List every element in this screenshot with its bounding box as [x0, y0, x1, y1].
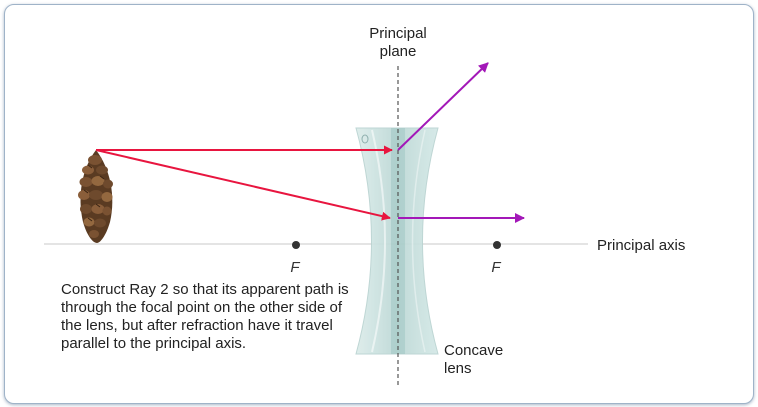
- pinecone-icon: [78, 150, 113, 243]
- refracted-ray-1: [397, 62, 489, 151]
- principal-plane-label-2: plane: [380, 43, 417, 60]
- focal-label-left: F: [290, 259, 300, 276]
- lens-label: Concave: [444, 342, 503, 359]
- focal-label-right: F: [491, 259, 501, 276]
- incident-ray-2: [95, 149, 391, 221]
- principal-plane-label: Principal: [369, 25, 427, 42]
- focal-point-left: [292, 241, 300, 249]
- instruction-text: Construct Ray 2 so that its apparent pat…: [61, 281, 349, 352]
- principal-axis-label: Principal axis: [597, 237, 685, 254]
- lens-label-2: lens: [444, 360, 472, 377]
- focal-point-right: [493, 241, 501, 249]
- concave-lens: [355, 127, 439, 355]
